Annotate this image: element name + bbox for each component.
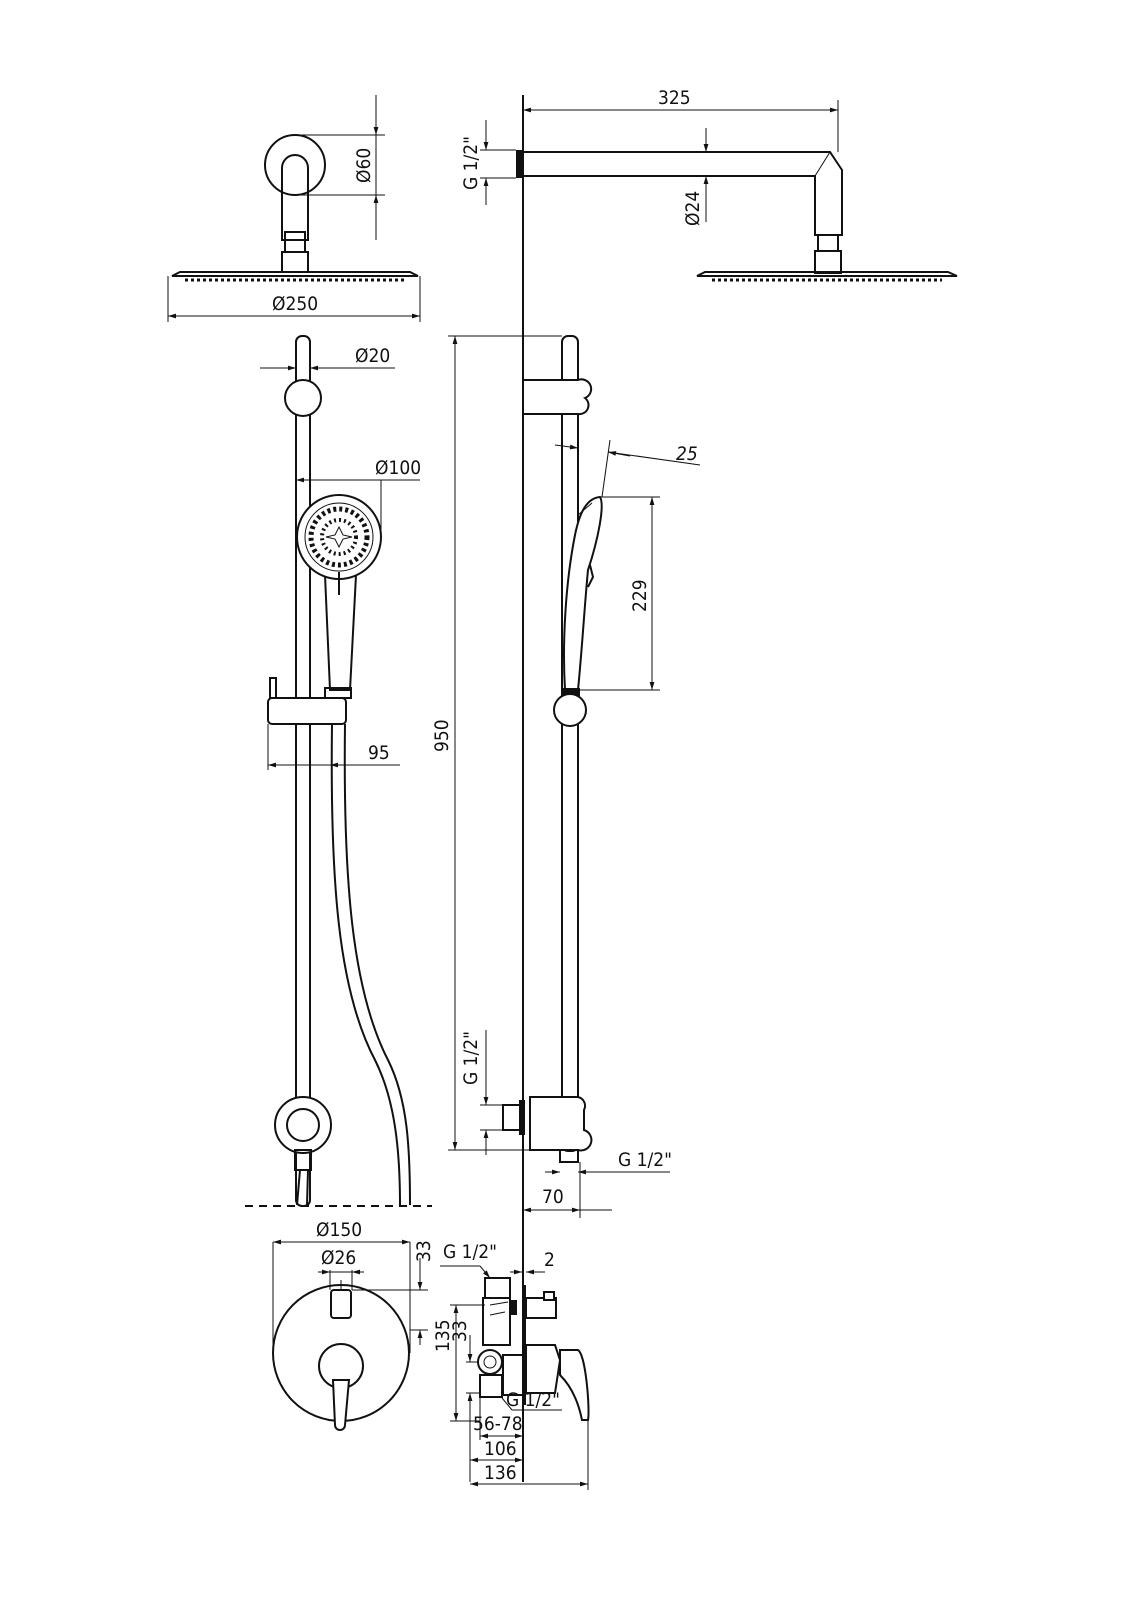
label-knob-diameter: Ø26: [321, 1247, 356, 1269]
label-bar-height: 950: [431, 719, 453, 752]
dim-knob-diameter: Ø26: [318, 1247, 364, 1290]
dim-hose-thread: G 1/2": [545, 1149, 672, 1175]
rain-head-side-view: [516, 150, 958, 282]
mixer-valve-side-view: [477, 1277, 590, 1421]
label-valve-offset: 33: [449, 1320, 471, 1342]
label-outlet-projection: 70: [542, 1186, 564, 1208]
dim-arm-diameter: Ø24: [682, 128, 715, 226]
mixer-plate-front-view: [272, 1280, 410, 1431]
label-wall-thread-bottom: G 1/2": [460, 1031, 482, 1085]
label-arm-length: 325: [658, 87, 691, 109]
dim-valve-height: 135: [432, 1304, 485, 1422]
dim-total-depth: 136: [470, 1420, 589, 1490]
dim-valve-outlet-thread: G 1/2": [501, 1389, 562, 1411]
dim-valve-offset: 33: [449, 1320, 480, 1425]
label-total-depth: 136: [484, 1462, 517, 1484]
dim-bar-diameter: Ø20: [260, 345, 395, 371]
dim-plate-diameter: Ø150: [272, 1219, 411, 1353]
label-hand-shower-diameter: Ø100: [375, 457, 421, 479]
dim-hand-shower-length: 229: [580, 496, 660, 691]
label-hose-thread: G 1/2": [618, 1149, 672, 1171]
dim-knob-offset: 33: [352, 1240, 435, 1345]
label-knob-offset: 33: [413, 1240, 435, 1262]
label-slider-projection: 95: [368, 742, 390, 764]
dim-wall-thread-top: G 1/2": [460, 120, 516, 205]
label-valve-inlet-thread: G 1/2": [443, 1241, 497, 1263]
dim-hand-shower-depth: 25: [554, 420, 701, 500]
slide-bar-front-view: [245, 335, 432, 1207]
dim-bar-height: 950: [431, 335, 562, 1151]
slide-bar-side-view: [502, 335, 603, 1163]
dim-arm-length: 325: [523, 87, 839, 152]
label-hand-shower-depth: 25: [676, 443, 698, 465]
dim-plate-gap: 2: [510, 1249, 555, 1275]
dim-head-diameter: Ø250: [167, 276, 421, 322]
dim-wall-thread-bottom: G 1/2": [460, 1030, 503, 1155]
dim-flange-diameter: Ø60: [295, 95, 385, 240]
label-plate-gap: 2: [544, 1249, 555, 1271]
label-head-diameter: Ø250: [272, 293, 318, 315]
dim-valve-inlet-thread: G 1/2": [440, 1241, 497, 1279]
label-plate-diameter: Ø150: [316, 1219, 362, 1241]
label-hand-shower-length: 229: [629, 579, 651, 612]
dim-install-depth: 56-78: [473, 1397, 523, 1440]
rain-head-front-view: [171, 134, 419, 282]
label-flange-diameter: Ø60: [353, 148, 375, 183]
label-valve-outlet-thread: G 1/2": [506, 1389, 560, 1411]
label-arm-diameter: Ø24: [682, 191, 704, 226]
label-install-depth: 56-78: [473, 1413, 523, 1435]
dim-valve-depth: 106: [469, 1425, 523, 1482]
dim-hand-shower-diameter: Ø100: [296, 457, 421, 537]
label-valve-height: 135: [432, 1319, 454, 1352]
dim-slider-projection: 95: [267, 724, 400, 770]
label-wall-thread-top: G 1/2": [460, 136, 482, 190]
label-bar-diameter: Ø20: [355, 345, 390, 367]
dim-outlet-projection: 70: [523, 1162, 612, 1218]
label-valve-depth: 106: [484, 1438, 517, 1460]
